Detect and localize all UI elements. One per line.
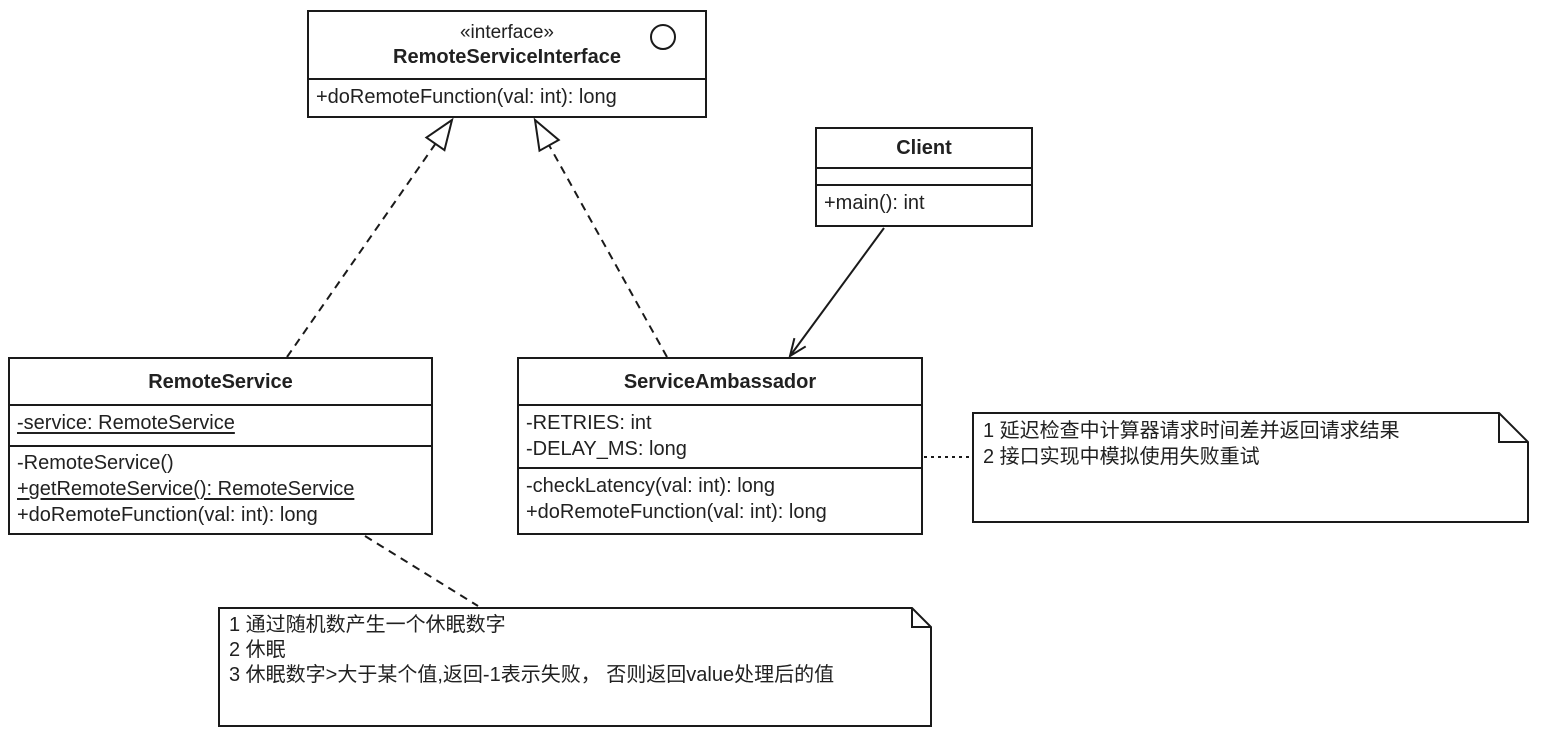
note-remote-service: 1 通过随机数产生一个休眠数字 2 休眠 3 休眠数字>大于某个值,返回-1表示…: [218, 607, 932, 727]
class-method: +main(): int: [824, 192, 925, 214]
association-client-to-serviceambassador: [788, 227, 885, 359]
class-header: ServiceAmbassador: [519, 359, 921, 404]
class-attribute: -service: RemoteService: [17, 412, 235, 434]
class-name: Client: [896, 137, 952, 159]
class-method: -RemoteService(): [17, 452, 174, 474]
note-ambassador: 1 延迟检查中计算器请求时间差并返回请求结果 2 接口实现中模拟使用失败重试: [972, 412, 1529, 523]
class-attribute: -RETRIES: int: [526, 412, 652, 434]
note-fold-icon: [911, 608, 931, 628]
class-box-remote-service: RemoteService -service: RemoteService -R…: [8, 357, 433, 535]
class-name: RemoteService: [148, 370, 293, 393]
class-header: RemoteService: [10, 359, 431, 404]
note-shape: [972, 412, 1529, 523]
class-method: +doRemoteFunction(val: int): long: [526, 501, 827, 523]
note-line: 3 休眠数字>大于某个值,返回-1表示失败， 否则返回value处理后的值: [229, 664, 835, 686]
class-name: ServiceAmbassador: [623, 370, 817, 393]
attributes-compartment: -service: RemoteService: [10, 404, 431, 445]
note-line: 2 休眠: [229, 639, 286, 661]
class-header: Client: [817, 129, 1031, 167]
methods-compartment: +doRemoteFunction(val: int): long: [309, 78, 705, 116]
methods-compartment: -RemoteService() +getRemoteService(): Re…: [10, 445, 431, 537]
stereotype-label: «interface»: [459, 21, 554, 43]
class-method: -checkLatency(val: int): long: [526, 475, 776, 497]
note-line: 1 通过随机数产生一个休眠数字: [229, 614, 506, 636]
attributes-compartment-empty: [817, 167, 1031, 184]
interface-ball-icon: [650, 24, 676, 50]
methods-compartment: +main(): int: [817, 184, 1031, 225]
class-method: +doRemoteFunction(val: int): long: [316, 86, 617, 108]
note-fold-icon: [1498, 413, 1528, 443]
note-line: 1 延迟检查中计算器请求时间差并返回请求结果: [983, 420, 1400, 442]
class-box-service-ambassador: ServiceAmbassador -RETRIES: int -DELAY_M…: [517, 357, 923, 535]
methods-compartment: -checkLatency(val: int): long +doRemoteF…: [519, 467, 921, 533]
class-header: «interface» RemoteServiceInterface: [309, 12, 705, 78]
note-line: 2 接口实现中模拟使用失败重试: [983, 446, 1260, 468]
class-attribute: -DELAY_MS: long: [526, 438, 687, 460]
class-method: +doRemoteFunction(val: int): long: [17, 504, 318, 526]
realization-serviceambassador-to-interface: [533, 117, 668, 358]
attributes-compartment: -RETRIES: int -DELAY_MS: long: [519, 404, 921, 467]
realization-remoteservice-to-interface: [286, 117, 454, 358]
note-shape: [218, 607, 932, 727]
class-method: +getRemoteService(): RemoteService: [17, 478, 355, 500]
notelink-remoteservice-to-note: [364, 535, 479, 607]
class-box-remote-service-interface: «interface» RemoteServiceInterface +doRe…: [307, 10, 707, 118]
class-box-client: Client +main(): int: [815, 127, 1033, 227]
class-name: RemoteServiceInterface: [393, 45, 621, 68]
